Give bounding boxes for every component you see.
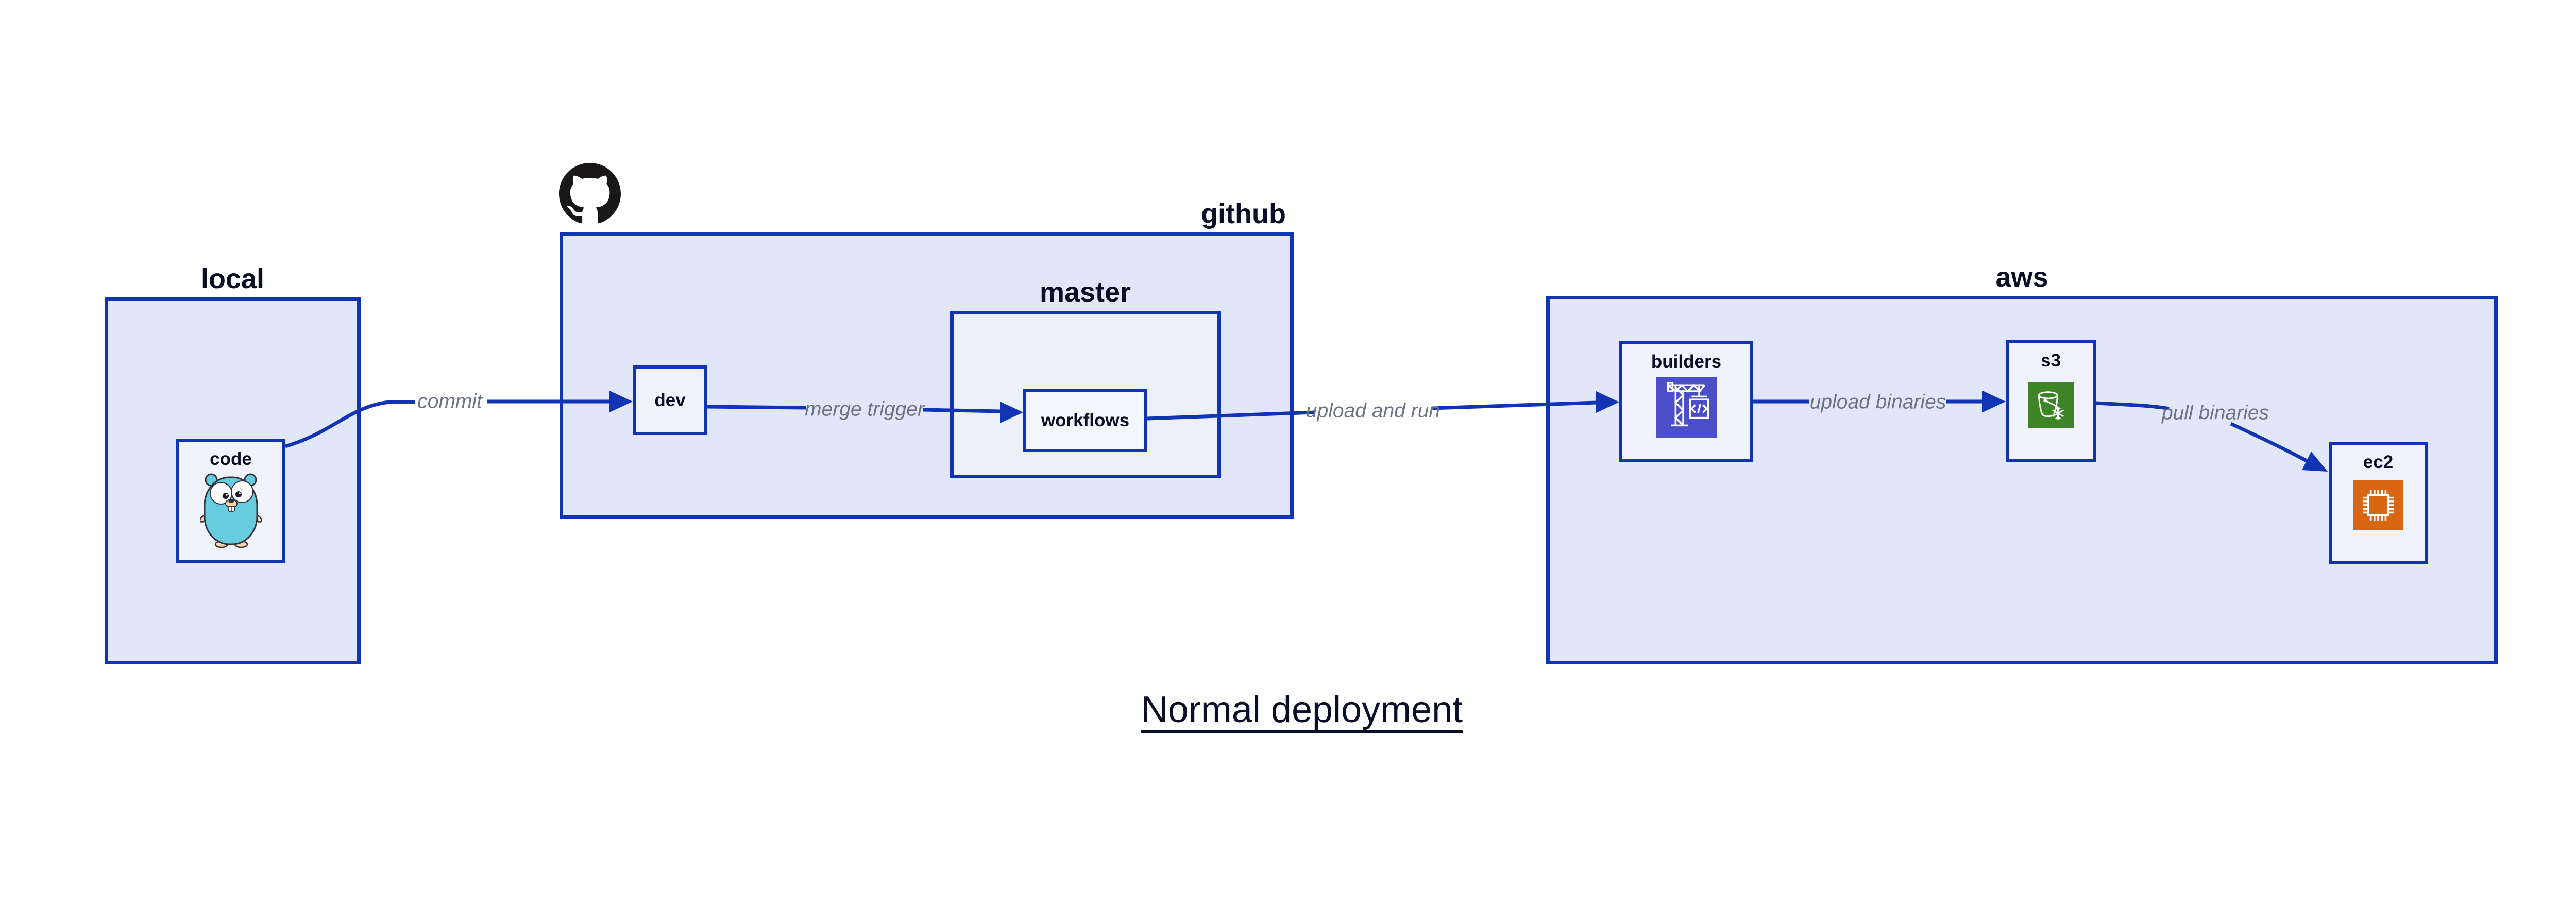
node-ec2: ec2 [2329, 442, 2428, 564]
aws-s3-glacier-bucket-icon [2027, 382, 2074, 428]
container-local: local code [105, 265, 361, 664]
container-aws-label: aws [1995, 262, 2048, 293]
diagram-title: Normal deployment [1141, 689, 1463, 730]
node-builders-label: builders [1651, 352, 1722, 372]
edge-label-upload-and-run: upload and run [1306, 400, 1440, 422]
container-github: github dev master workflows [559, 163, 1294, 519]
container-github-label: github [1201, 198, 1286, 229]
aws-ec2-chip-icon [2353, 480, 2403, 530]
go-gopher-icon [200, 473, 262, 548]
node-code-label: code [210, 449, 252, 469]
edge-label-commit: commit [417, 391, 483, 413]
node-builders: builders [1619, 341, 1753, 462]
github-octocat-icon [559, 163, 621, 224]
container-local-label: local [200, 263, 265, 294]
node-dev-label: dev [654, 390, 686, 410]
node-dev: dev [633, 365, 707, 435]
node-workflows-label: workflows [1041, 410, 1130, 430]
container-master: master workflows [950, 278, 1221, 478]
node-workflows: workflows [1023, 389, 1147, 452]
container-master-label: master [1039, 277, 1131, 308]
node-s3-label: s3 [2041, 350, 2061, 371]
node-code: code [176, 439, 285, 563]
node-s3: s3 [2006, 340, 2096, 462]
aws-codebuild-crane-icon [1656, 377, 1717, 438]
node-ec2-label: ec2 [2363, 452, 2394, 472]
container-aws: aws builders [1546, 263, 2498, 664]
